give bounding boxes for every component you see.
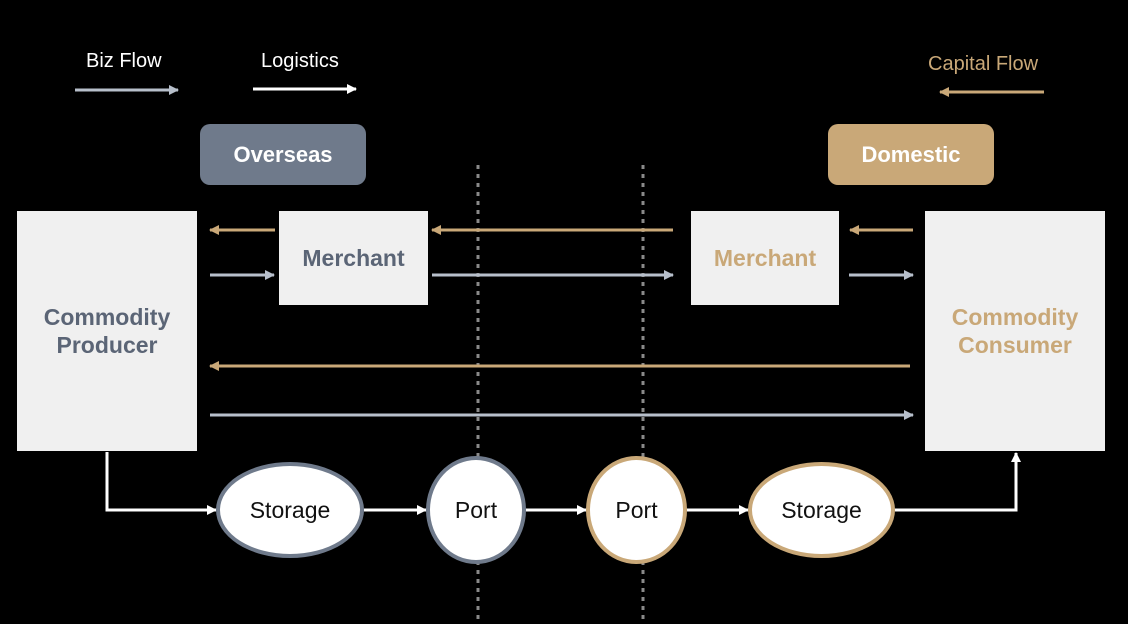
port-domestic-label: Port [615, 496, 658, 523]
logistics-arrow-producer-to-storage [105, 452, 217, 515]
port-overseas-label: Port [454, 496, 498, 523]
commodity-consumer-label: Commodity Consumer [951, 304, 1079, 358]
merchant-domestic-label: Merchant [713, 245, 817, 271]
commodity-consumer-box: Commodity Consumer [925, 211, 1105, 451]
region-overseas-tag: Overseas [200, 124, 366, 185]
commodity-producer-label: Commodity Producer [43, 304, 171, 358]
region-domestic-tag: Domestic [828, 124, 994, 185]
storage-overseas-label: Storage [249, 496, 331, 523]
port-overseas-node: Port [426, 456, 526, 564]
merchant-domestic-box: Merchant [691, 211, 839, 305]
logistics-arrow-storage-to-consumer [895, 452, 1021, 512]
legend-logistics-label: Logistics [261, 50, 339, 72]
port-domestic-node: Port [586, 456, 687, 564]
legend-capital-flow-label: Capital Flow [928, 53, 1039, 75]
commodity-producer-box: Commodity Producer [17, 211, 197, 451]
merchant-overseas-label: Merchant [302, 245, 405, 271]
storage-overseas-node: Storage [216, 462, 364, 558]
merchant-overseas-box: Merchant [279, 211, 428, 305]
storage-domestic-label: Storage [781, 496, 862, 523]
legend-biz-flow-label: Biz Flow [86, 50, 162, 72]
storage-domestic-node: Storage [748, 462, 895, 558]
